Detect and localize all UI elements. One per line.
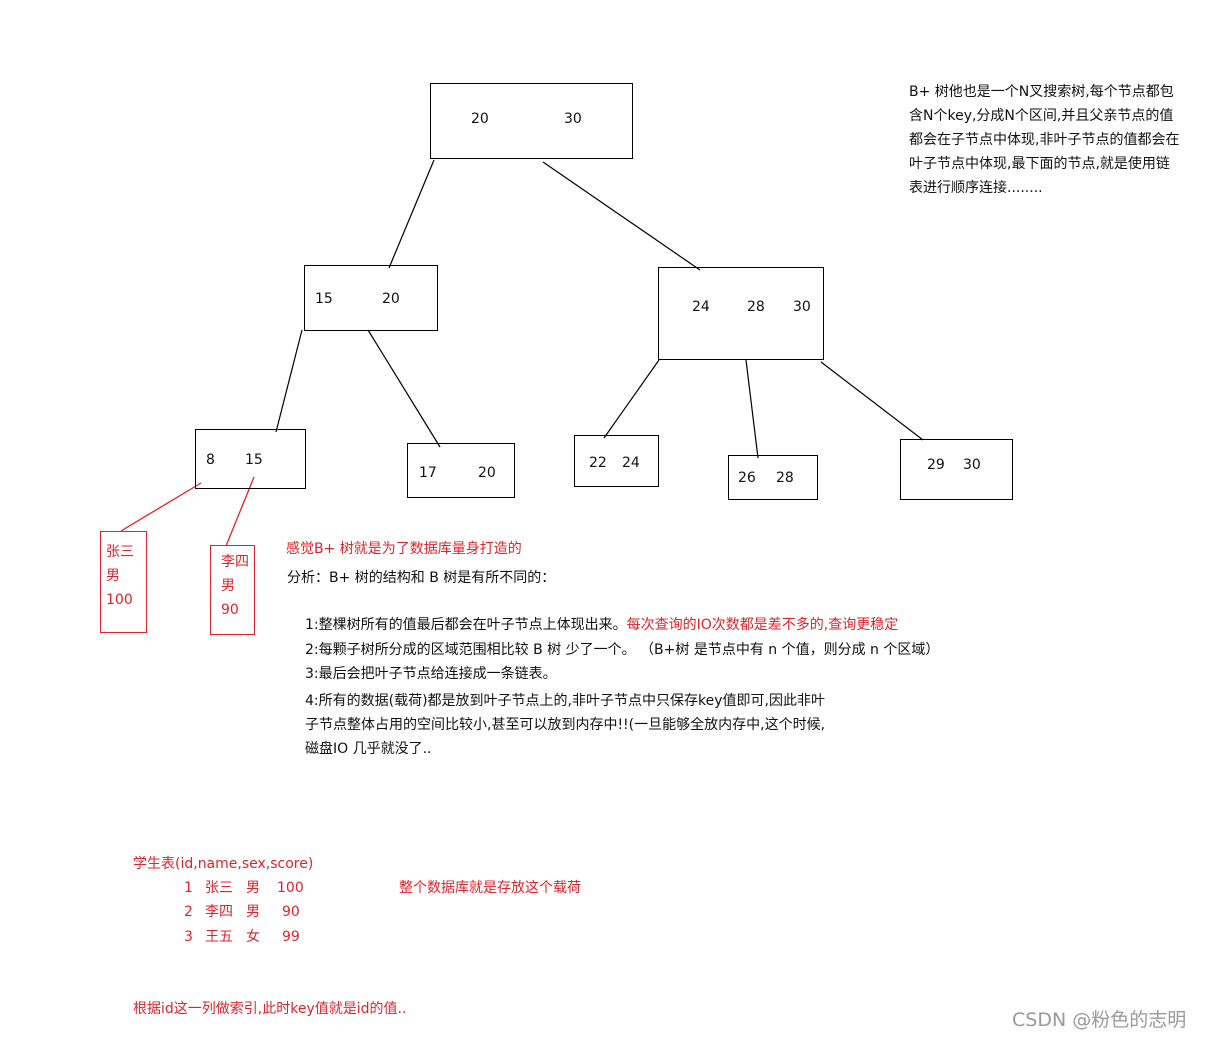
table-cell-name: 李四 [205,904,233,920]
analysis-point-1: 1:整棵树所有的值最后都会在叶子节点上体现出来。每次查询的IO次数都是差不多的,… [305,613,898,637]
leaf-key: 24 [622,455,640,471]
analysis-heading: 分析：B+ 树的结构和 B 树是有所不同的： [287,570,556,586]
right-key-1: 24 [692,299,710,315]
internal-node-right: 24 28 30 [658,267,824,360]
right-key-3: 30 [793,299,811,315]
leaf-node: 8 15 [195,429,306,489]
bplus-description: B+ 树他也是一个N叉搜索树,每个节点都包 含N个key,分成N个区间,并且父亲… [909,80,1179,200]
analysis-point-3: 3:最后会把叶子节点给连接成一条链表。 [305,666,557,682]
internal-node-left: 15 20 [304,265,438,331]
table-cell-sex: 女 [246,929,260,945]
left-key-2: 20 [382,291,400,307]
right-key-2: 28 [747,299,765,315]
leaf-node: 29 30 [900,439,1013,500]
leaf-key: 20 [478,465,496,481]
edge-left-leaf1 [275,329,303,433]
edge-right-leaf3 [603,359,660,439]
record-sex: 男 [106,568,120,584]
description-line: 含N个key,分成N个区间,并且父亲节点的值 [909,108,1174,124]
edge-root-left [388,159,435,269]
root-node: 20 30 [430,83,633,159]
record-box-lisi: 李四 男 90 [210,545,255,635]
record-score: 100 [106,592,133,608]
analysis-point-2: 2:每颗子树所分成的区域范围相比较 B 树 少了一个。 （B+树 是节点中有 n… [305,642,940,658]
payload-note: 整个数据库就是存放这个载荷 [399,880,581,896]
leaf-node: 26 28 [728,455,818,500]
edge-root-right [542,161,701,271]
leaf-node: 17 20 [407,443,515,498]
leaf-key: 26 [738,470,756,486]
edge-leaf1-record-zhangsan [120,482,202,532]
leaf-key: 8 [206,452,215,468]
leaf-key: 15 [245,452,263,468]
description-line: 表进行顺序连接........ [909,180,1043,196]
edge-right-leaf5 [820,361,924,441]
table-cell-id: 2 [184,904,193,920]
record-name: 张三 [106,544,134,560]
record-score: 90 [221,602,239,618]
feeling-note: 感觉B+ 树就是为了数据库量身打造的 [286,541,522,557]
leaf-node: 22 24 [574,435,659,487]
analysis-point-4-line: 子节点整体占用的空间比较小,甚至可以放到内存中!!(一旦能够全放内存中,这个时候… [305,717,826,733]
edge-left-leaf2 [367,329,441,448]
table-cell-id: 3 [184,929,193,945]
description-line: 叶子节点中体现,最下面的节点,就是使用链 [909,156,1170,172]
point-1-text: 1:整棵树所有的值最后都会在叶子节点上体现出来。 [305,617,627,633]
student-table-title: 学生表(id,name,sex,score) [133,856,314,872]
edge-right-leaf4 [745,359,759,459]
index-note: 根据id这一列做索引,此时key值就是id的值.. [133,1001,407,1017]
left-key-1: 15 [315,291,333,307]
csdn-watermark: CSDN @粉色的志明 [1012,1009,1187,1031]
leaf-key: 29 [927,457,945,473]
point-1-highlight: 每次查询的IO次数都是差不多的,查询更稳定 [626,617,899,633]
table-cell-sex: 男 [246,904,260,920]
leaf-key: 28 [776,470,794,486]
root-key-2: 30 [564,111,582,127]
table-cell-sex: 男 [246,880,260,896]
leaf-key: 17 [419,465,437,481]
analysis-point-4-line: 4:所有的数据(载荷)都是放到叶子节点上的,非叶子节点中只保存key值即可,因此… [305,693,825,709]
analysis-point-4-line: 磁盘IO 几乎就没了.. [305,741,432,757]
leaf-key: 30 [963,457,981,473]
leaf-key: 22 [589,455,607,471]
root-key-1: 20 [471,111,489,127]
record-box-zhangsan: 张三 男 100 [100,531,147,633]
record-name: 李四 [221,554,249,570]
table-cell-name: 张三 [205,880,233,896]
table-cell-id: 1 [184,880,193,896]
table-cell-score: 99 [282,929,300,945]
table-cell-name: 王五 [205,929,233,945]
table-cell-score: 100 [277,880,304,896]
table-cell-score: 90 [282,904,300,920]
record-sex: 男 [221,578,235,594]
description-line: 都会在子节点中体现,非叶子节点的值都会在 [909,132,1180,148]
description-line: B+ 树他也是一个N叉搜索树,每个节点都包 [909,84,1174,100]
